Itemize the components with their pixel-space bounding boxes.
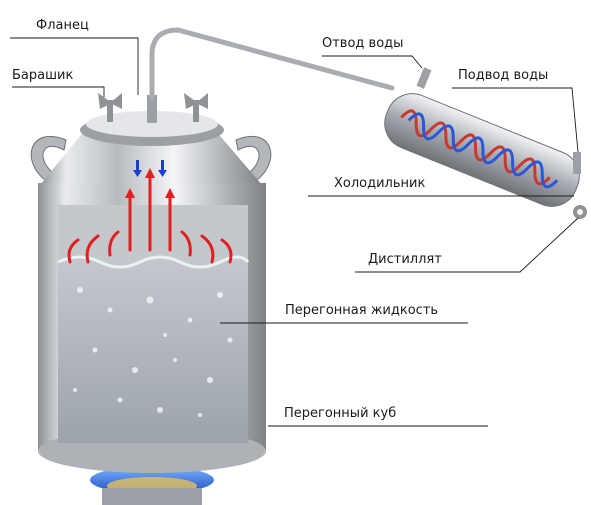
leader-wing-nut [12,86,105,97]
label-wing-nut: Барашик [12,68,74,83]
return-arrows [133,160,167,177]
label-flange: Фланец [36,18,89,33]
leader-water-out [322,55,423,69]
pot-body [38,130,266,473]
label-condenser: Холодильник [334,176,426,191]
bubbles [73,287,233,417]
vapor-arrowheads [125,168,175,198]
liquid-volume [58,260,248,443]
lid-flange [80,95,224,146]
leader-distillate [355,217,579,273]
label-cube: Перегонный куб [284,406,397,421]
vapor-pipe [149,27,395,101]
label-water-in: Подвод воды [458,68,549,83]
wing-nut-left [98,93,122,122]
vapor-arrows [67,173,233,264]
label-water-out: Отвод воды [322,36,404,51]
leader-water-in [452,87,579,153]
wing-nut-right [184,93,208,122]
leader-lines [10,37,579,427]
label-distillate: Дистиллят [368,252,442,267]
leader-flange [10,37,139,95]
label-liquid: Перегонная жидкость [285,303,439,318]
burner-flame [90,466,214,505]
condenser [384,67,587,219]
